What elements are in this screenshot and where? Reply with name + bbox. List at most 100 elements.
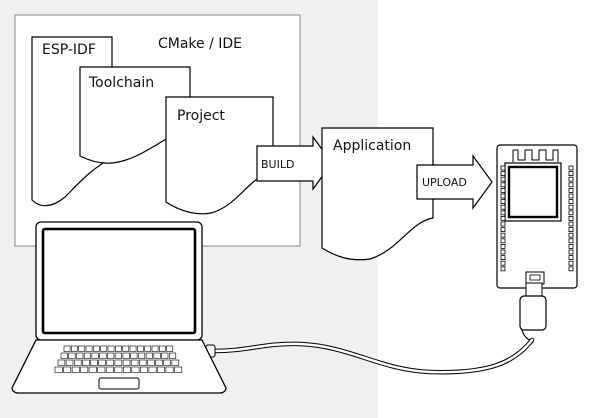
upload-label: UPLOAD bbox=[422, 176, 467, 189]
keyboard-key bbox=[71, 345, 78, 352]
board-pin bbox=[500, 204, 506, 210]
keyboard-key bbox=[115, 345, 122, 352]
keyboard-key bbox=[97, 366, 106, 373]
esp32-devkit-board bbox=[496, 144, 578, 289]
board-pin bbox=[500, 165, 506, 171]
board-pin bbox=[500, 193, 506, 199]
keyboard-key bbox=[145, 352, 153, 359]
keyboard-key bbox=[129, 345, 137, 352]
board-usb-port-inner bbox=[529, 274, 541, 281]
keyboard-key bbox=[78, 345, 86, 352]
board-pin bbox=[568, 215, 574, 221]
keyboard-key bbox=[171, 359, 180, 366]
board-pin bbox=[568, 249, 574, 255]
application-document bbox=[321, 127, 434, 261]
usb-plug bbox=[519, 282, 547, 344]
keyboard-key bbox=[60, 352, 68, 359]
board-pin bbox=[568, 182, 574, 188]
keyboard-key bbox=[63, 345, 71, 352]
keyboard-key bbox=[144, 345, 152, 352]
keyboard-key bbox=[151, 345, 159, 352]
project-label: Project bbox=[177, 108, 225, 124]
keyboard-key bbox=[140, 366, 148, 373]
usb-plug-body bbox=[519, 295, 547, 331]
board-pin bbox=[500, 232, 506, 238]
keyboard-key bbox=[131, 366, 140, 373]
keyboard-key bbox=[114, 359, 123, 366]
keyboard-key bbox=[130, 359, 139, 366]
board-pin bbox=[568, 193, 574, 199]
board-pin bbox=[568, 210, 574, 216]
laptop-keyboard bbox=[54, 345, 183, 373]
board-pin bbox=[568, 238, 574, 244]
usb-plug-metal bbox=[525, 282, 543, 297]
keyboard-key bbox=[165, 366, 174, 373]
board-pin bbox=[568, 199, 574, 205]
keyboard-key bbox=[139, 359, 147, 366]
keyboard-key bbox=[169, 352, 177, 359]
keyboard-key bbox=[90, 359, 98, 366]
board-pin bbox=[500, 210, 506, 216]
keyboard-key bbox=[54, 366, 63, 373]
keyboard-key bbox=[82, 359, 90, 366]
board-pin bbox=[500, 243, 506, 249]
keyboard-key bbox=[63, 366, 72, 373]
board-pin bbox=[568, 243, 574, 249]
module-chip bbox=[507, 165, 559, 219]
keyboard-key bbox=[83, 352, 91, 359]
laptop bbox=[11, 221, 227, 394]
keyboard-key bbox=[174, 366, 183, 373]
application-label: Application bbox=[333, 138, 411, 154]
keyboard-key bbox=[148, 366, 157, 373]
build-label: BUILD bbox=[261, 158, 294, 171]
keyboard-key bbox=[57, 359, 66, 366]
keyboard-key bbox=[122, 359, 131, 366]
board-pin bbox=[500, 182, 506, 188]
board-pin bbox=[568, 221, 574, 227]
board-pins bbox=[500, 165, 574, 272]
keyboard-key bbox=[99, 352, 107, 359]
keyboard-key bbox=[98, 359, 106, 366]
keyboard-key bbox=[114, 352, 122, 359]
keyboard-key bbox=[122, 352, 130, 359]
board-pin bbox=[500, 176, 506, 182]
keyboard-key bbox=[91, 352, 99, 359]
board-pin bbox=[500, 266, 506, 272]
usb-cable bbox=[211, 338, 534, 374]
keyboard-key bbox=[105, 366, 114, 373]
keyboard-key bbox=[74, 359, 82, 366]
keyboard-key bbox=[85, 345, 93, 352]
board-pin bbox=[568, 227, 574, 233]
esp-idf-label: ESP-IDF bbox=[42, 42, 96, 58]
board-pin bbox=[500, 238, 506, 244]
keyboard-key bbox=[71, 366, 80, 373]
keyboard-key bbox=[123, 366, 131, 373]
keyboard-key bbox=[65, 359, 74, 366]
board-pin bbox=[500, 249, 506, 255]
board-pin bbox=[500, 199, 506, 205]
board-pin bbox=[500, 255, 506, 261]
toolchain-label: Toolchain bbox=[88, 75, 154, 91]
board-pin bbox=[568, 187, 574, 193]
board-pin bbox=[500, 187, 506, 193]
keyboard-key bbox=[163, 359, 171, 366]
board-pin bbox=[500, 171, 506, 177]
keyboard-key bbox=[93, 345, 100, 352]
keyboard-key bbox=[155, 359, 163, 366]
board-pin bbox=[568, 232, 574, 238]
board-pin bbox=[568, 204, 574, 210]
laptop-touchpad bbox=[98, 377, 140, 390]
keyboard-key bbox=[76, 352, 84, 359]
keyboard-key bbox=[80, 366, 89, 373]
cmake-ide-label: CMake / IDE bbox=[158, 36, 242, 52]
keyboard-key bbox=[138, 352, 146, 359]
keyboard-key bbox=[122, 345, 130, 352]
board-pin bbox=[500, 221, 506, 227]
keyboard-key bbox=[107, 352, 115, 359]
board-pin bbox=[568, 176, 574, 182]
keyboard-key bbox=[106, 359, 115, 366]
keyboard-key bbox=[114, 366, 123, 373]
keyboard-key bbox=[159, 345, 166, 352]
